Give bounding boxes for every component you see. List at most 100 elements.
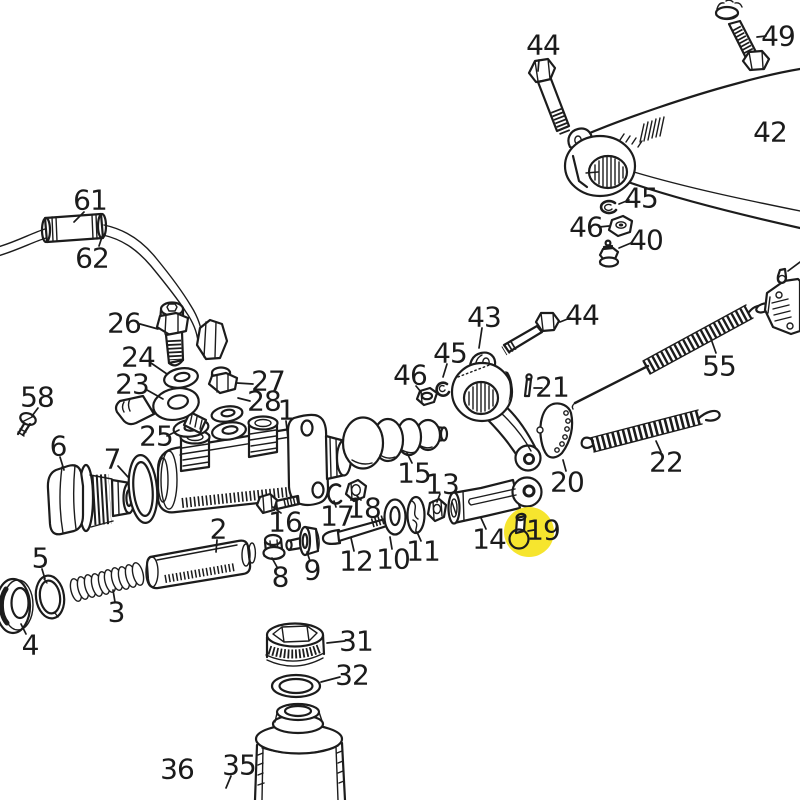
part-label-15: 15: [397, 457, 431, 490]
part-drawing-washer-32: [270, 673, 322, 699]
leader-line-17: [333, 500, 337, 508]
part-drawing-nut-13: [426, 497, 448, 523]
part-label-46b: 46: [393, 359, 427, 392]
part-label-18: 18: [347, 492, 381, 525]
part-drawing-nut-46-upper: [607, 214, 634, 238]
leader-line-2: [215, 539, 218, 553]
part-drawing-plate-20: [536, 402, 574, 459]
leader-line-13: [436, 493, 441, 503]
leader-line-46b: [415, 385, 422, 393]
part-label-12: 12: [339, 545, 373, 578]
part-label-7: 7: [104, 443, 121, 476]
part-drawing-bolt-44-top: [527, 57, 571, 136]
part-label-16: 16: [268, 506, 302, 539]
part-drawing-bolt-27: [207, 366, 239, 395]
leader-line-49: [756, 35, 767, 38]
part-drawing-spacer-9: [285, 525, 320, 557]
part-drawing-grease-fitting-40: [598, 239, 620, 268]
part-drawing-piston-2: [145, 539, 257, 590]
part-label-14: 14: [472, 523, 506, 556]
part-drawing-plug-6: [46, 463, 136, 536]
leader-line-20: [562, 459, 567, 472]
leader-line-62: [98, 233, 104, 247]
part-label-5: 5: [32, 542, 49, 575]
part-label-32: 32: [335, 659, 369, 692]
part-drawing-washer-24: [163, 367, 199, 389]
leader-line-18: [356, 495, 362, 501]
leader-line-6: [59, 456, 65, 471]
part-drawing-anchor-bracket: [763, 267, 800, 336]
leader-line-15: [406, 452, 413, 464]
part-label-13: 13: [425, 468, 459, 501]
part-label-36: 36: [160, 753, 194, 786]
part-drawing-spring-3: [69, 562, 145, 602]
part-drawing-washer-5: [34, 574, 66, 620]
leader-line-40: [618, 242, 632, 249]
leader-line-25: [166, 429, 180, 437]
part-label-26: 26: [107, 307, 141, 340]
part-label-8: 8: [272, 561, 289, 594]
leader-line-31: [326, 640, 346, 644]
part-label-21: 21: [535, 371, 569, 404]
leader-line-27: [236, 382, 254, 385]
part-label-23: 23: [115, 368, 149, 401]
leader-line-44b: [559, 317, 571, 323]
leader-line-12: [350, 537, 355, 552]
part-label-2: 2: [210, 513, 227, 546]
part-label-28: 28: [247, 385, 281, 418]
leader-line-28: [237, 397, 251, 402]
leader-line-7: [117, 465, 129, 478]
part-label-1: 1: [278, 394, 295, 427]
leader-line-1: [285, 420, 289, 439]
leader-line-35: [225, 775, 232, 789]
part-label-46a: 46: [569, 211, 603, 244]
part-label-3: 3: [108, 596, 125, 629]
leader-line-9: [306, 551, 311, 562]
part-drawing-circlip-17: [327, 483, 343, 505]
part-label-42: 42: [753, 116, 787, 149]
leader-line-44a: [537, 59, 540, 72]
leader-line-14: [480, 517, 487, 530]
part-drawing-spring-55: [571, 302, 771, 410]
part-drawing-spring-22: [580, 409, 721, 453]
part-label-25: 25: [139, 420, 173, 453]
part-drawing-nut-18: [344, 478, 368, 503]
part-drawing-reservoir-neck-35: [253, 702, 347, 800]
part-drawing-screw-58: [16, 411, 37, 437]
part-label-58: 58: [20, 381, 54, 414]
part-drawing-arm-42: [563, 67, 800, 230]
part-label-24: 24: [121, 341, 155, 374]
leader-line-26: [139, 323, 159, 330]
leader-line-19: [527, 529, 535, 532]
leader-line-45b: [442, 363, 448, 378]
part-label-22: 22: [649, 446, 683, 479]
part-drawing-banjo-23: [114, 387, 208, 435]
part-label-35: 35: [222, 749, 256, 782]
leader-line-24: [150, 362, 168, 375]
part-label-9: 9: [304, 554, 321, 587]
part-label-31: 31: [339, 625, 373, 658]
leader-line-11: [416, 531, 422, 542]
leader-line-5: [41, 568, 46, 580]
leader-line-46a: [598, 225, 610, 228]
part-drawing-pin-21: [523, 373, 533, 398]
part-drawing-pipe-61-62: [0, 212, 229, 361]
leader-line-61: [73, 211, 85, 223]
part-drawing-bolt-16: [255, 492, 301, 515]
leader-line-4: [20, 623, 27, 635]
part-label-20: 20: [550, 466, 584, 499]
part-label-61: 61: [73, 184, 107, 217]
part-label-44a: 44: [526, 29, 560, 62]
part-label-27: 27: [251, 365, 285, 398]
leader-line-58: [31, 407, 39, 417]
part-drawing-master-cylinder-1: [156, 413, 353, 514]
part-drawing-lockwasher-45-upper: [599, 199, 618, 215]
part-label-19: 19: [526, 514, 560, 547]
part-label-45a: 45: [624, 182, 658, 215]
part-label-4: 4: [22, 629, 39, 662]
leader-line-32: [320, 676, 341, 683]
part-drawing-bolt-26: [155, 301, 190, 367]
